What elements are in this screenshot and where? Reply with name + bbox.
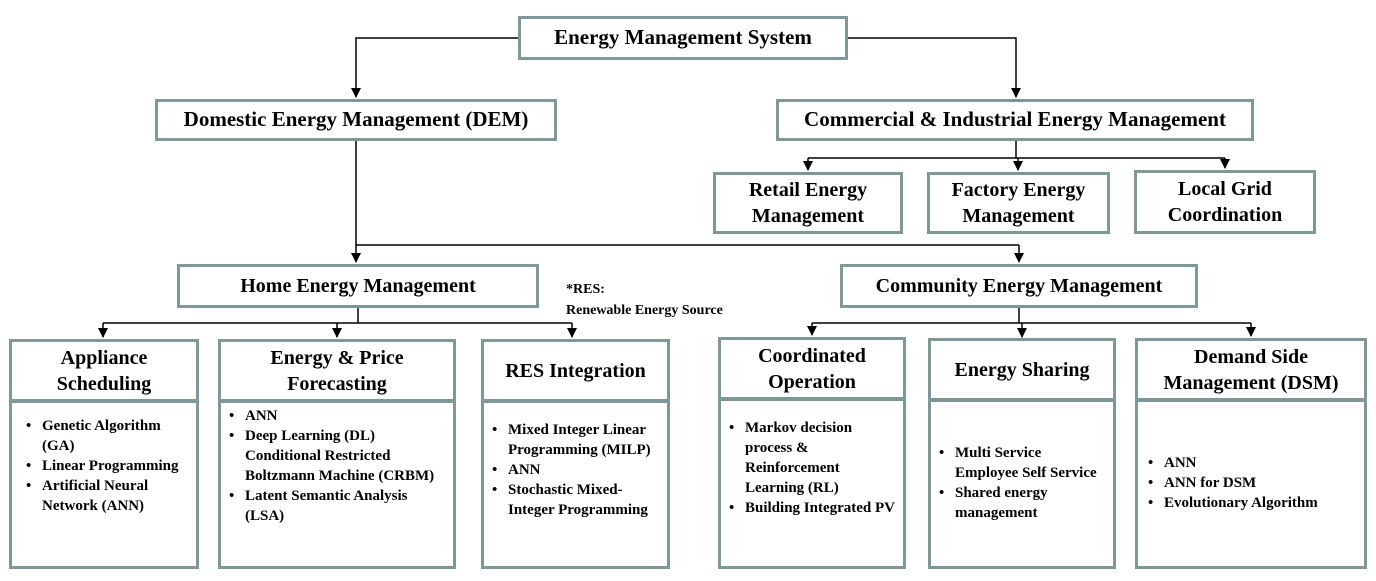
retail-label: Retail Energy Management [748, 179, 868, 227]
commercial-label: Commercial & Industrial Energy Managemen… [804, 107, 1226, 132]
res-integration-list: •Mixed Integer Linear Programming (MILP)… [481, 400, 670, 569]
community-label: Community Energy Management [875, 275, 1163, 297]
list-item: •ANN for DSM [1148, 474, 1257, 491]
forecasting-title: Energy & Price Forecasting [270, 346, 404, 395]
dsm-header: Demand Side Management (DSM) [1135, 338, 1367, 401]
appliance-scheduling-list: •Genetic Algorithm (GA) •Linear Programm… [9, 400, 199, 569]
community-box: Community Energy Management [840, 264, 1198, 308]
coordinated-operation-header: Coordinated Operation [718, 337, 906, 400]
dsm-list: •ANN •ANN for DSM •Evolutionary Algorith… [1135, 399, 1367, 569]
list-item: •Deep Learning (DL) Conditional Restrict… [229, 427, 435, 484]
coordinated-operation-list: •Markov decision process & Reinforcement… [718, 398, 906, 569]
local-grid-label: Local Grid Coordination [1167, 178, 1283, 226]
res-integration-header: RES Integration [481, 339, 670, 402]
connector-root-commercial [848, 37, 1021, 98]
list-item: •Markov decision process & Reinforcement… [729, 420, 853, 496]
list-item: •Evolutionary Algorithm [1148, 494, 1318, 511]
local-grid-box: Local Grid Coordination [1134, 170, 1316, 234]
forecasting-list: •ANN •Deep Learning (DL) Conditional Res… [218, 400, 456, 569]
retail-box: Retail Energy Management [713, 172, 903, 234]
coordinated-operation-title: Coordinated Operation [758, 344, 866, 393]
factory-label: Factory Energy Management [951, 179, 1086, 227]
list-item: •Shared energy management [939, 484, 1048, 521]
list-item: •Stochastic Mixed-Integer Programming [492, 481, 648, 518]
res-note-abbrev: *RES: [566, 282, 605, 297]
home-box: Home Energy Management [177, 264, 539, 308]
list-item: •Mixed Integer Linear Programming (MILP) [492, 422, 651, 458]
energy-sharing-header: Energy Sharing [928, 338, 1116, 401]
list-item: •Genetic Algorithm (GA) [26, 418, 161, 454]
connector-root-dem [351, 37, 518, 98]
domestic-label: Domestic Energy Management (DEM) [183, 107, 529, 132]
list-item: •Multi Service Employee Self Service [939, 445, 1097, 481]
energy-sharing-title: Energy Sharing [954, 358, 1090, 381]
list-item: •ANN [1148, 455, 1197, 471]
commercial-box: Commercial & Industrial Energy Managemen… [776, 99, 1254, 141]
root-label: Energy Management System [554, 25, 812, 50]
forecasting-header: Energy & Price Forecasting [218, 339, 456, 402]
domestic-box: Domestic Energy Management (DEM) [155, 99, 557, 141]
res-integration-title: RES Integration [505, 359, 646, 382]
appliance-scheduling-title: Appliance Scheduling [56, 346, 152, 395]
energy-sharing-list: •Multi Service Employee Self Service •Sh… [928, 399, 1116, 569]
root-box: Energy Management System [518, 16, 848, 60]
list-item: •Latent Semantic Analysis (LSA) [229, 487, 408, 524]
list-item: •Building Integrated PV [729, 499, 896, 516]
list-item: •ANN [492, 461, 541, 478]
appliance-scheduling-header: Appliance Scheduling [9, 339, 199, 402]
res-note-expansion: Renewable Energy Source [566, 303, 723, 318]
res-note: *RES: Renewable Energy Source [566, 279, 723, 321]
home-label: Home Energy Management [240, 275, 476, 297]
list-item: •Artificial Neural Network (ANN) [26, 477, 149, 514]
dsm-title: Demand Side Management (DSM) [1163, 345, 1339, 394]
list-item: •ANN [229, 408, 278, 424]
factory-box: Factory Energy Management [927, 172, 1110, 234]
list-item: •Linear Programming [26, 457, 179, 474]
